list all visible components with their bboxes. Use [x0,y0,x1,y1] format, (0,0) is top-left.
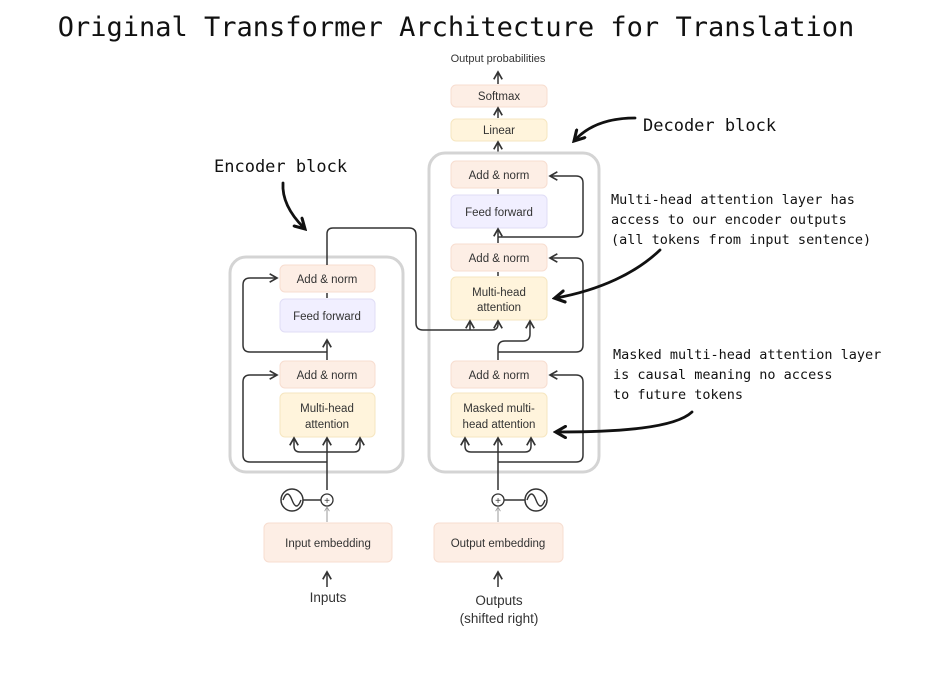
decoder-label-arrow [575,116,637,140]
decoder-add-norm-bottom-text: Add & norm [469,370,530,382]
decoder-add-norm-mid-text: Add & norm [469,253,530,265]
diagram-title: Original Transformer Architecture for Tr… [58,12,855,43]
decoder-add-norm-mid-box [450,243,548,272]
decoder-block-label: Decoder block [643,116,776,136]
decoder-attention-branch-right [498,436,536,453]
cross-attention-note-line2: access to our encoder outputs [611,212,847,228]
cross-attention-note-line1: Multi-head attention layer has [611,192,855,208]
decoder-frame [427,151,601,474]
decoder-plus-symbol: + [495,496,501,507]
decoder-add-norm-bottom-box [450,360,548,389]
decoder-sine-wave-icon [526,493,546,507]
decoder-attention-branch-left [460,436,498,453]
encoder-block-label: Encoder block [214,157,347,177]
inputs-label: Inputs [310,590,347,605]
outputs-shifted-label: (shifted right) [460,611,539,626]
encoder-residual-top [242,273,327,353]
softmax-text: Softmax [478,91,520,103]
input-embedding-text: Input embedding [285,538,371,550]
encoder-sine-wave-icon [282,493,302,507]
encoder-output-wire [326,227,470,331]
decoder-residual-mid [498,253,584,353]
decoder-plus-icon [491,493,505,507]
output-embedding-box [433,522,564,563]
cross-attention-note-line3: (all tokens from input sentence) [611,232,871,248]
output-probabilities-label: Output probabilities [451,53,546,65]
decoder-masked-attention-text-line2: head attention [463,419,536,431]
outputs-label: Outputs [475,593,523,608]
encoder-add-norm-top-text: Add & norm [297,274,358,286]
decoder-feed-forward-text: Feed forward [465,207,533,219]
encoder-add-norm-bottom-box [279,360,376,389]
input-embedding-box [263,522,393,563]
cross-attention-note-arrow [556,248,662,298]
encoder-plus-icon [320,493,334,507]
masked-attention-note-line1: Masked multi-head attention layer [613,347,881,363]
decoder-masked-attention-text-line1: Masked multi- [463,403,535,415]
output-embedding-text: Output embedding [451,538,546,550]
decoder-residual-top [498,171,584,238]
encoder-plus-symbol: + [324,496,330,507]
encoder-residual-bottom [242,370,327,463]
encoder-attention-branch-right [327,436,365,453]
encoder-label-arrow [281,181,304,228]
decoder-residual-bottom [498,370,584,463]
encoder-attention-branch-left [289,436,327,453]
masked-attention-note-line2: is causal meaning no access [613,367,832,383]
encoder-attention-text-line1: Multi-head [300,403,354,415]
encoder-frame [228,255,405,474]
decoder-cross-attention-text-line2: attention [477,302,521,314]
encoder-feed-forward-text: Feed forward [293,311,361,323]
encoder-to-cross-attn-right [470,319,503,331]
decoder-query-wire [497,319,535,360]
encoder-attention-text-line2: attention [305,419,349,431]
encoder-feed-forward-box [279,298,376,333]
masked-attention-note-line3: to future tokens [613,387,743,403]
decoder-cross-attention-text-line1: Multi-head [472,287,526,299]
masked-attention-note-arrow [557,410,694,432]
linear-text: Linear [483,125,515,137]
decoder-add-norm-top-text: Add & norm [469,170,530,182]
decoder-add-norm-top-box [450,160,548,189]
encoder-add-norm-bottom-text: Add & norm [297,370,358,382]
